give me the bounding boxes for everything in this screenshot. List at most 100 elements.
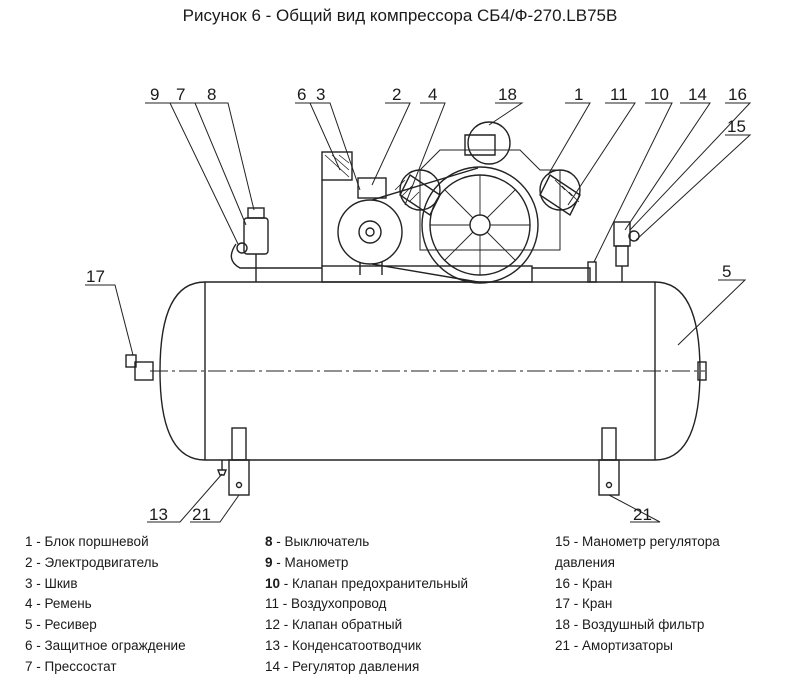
legend-item-number: 7 bbox=[25, 658, 33, 674]
gauge-line bbox=[230, 243, 258, 269]
legend-item-text: - Воздухопровод bbox=[279, 596, 387, 612]
legend-item-number: 21 bbox=[555, 637, 571, 653]
legend-item-text: - Шкив bbox=[32, 575, 78, 591]
legend-item-text: - Клапан обратный bbox=[280, 617, 403, 633]
legend-item-text: - Манометр регулятора bbox=[570, 534, 720, 549]
legend-item-number: 10 bbox=[265, 575, 281, 591]
callout-3: 3 bbox=[316, 85, 325, 104]
legend-item: 9 - Манометр bbox=[265, 553, 468, 574]
piston-block bbox=[394, 134, 581, 251]
legend-item-number: 14 bbox=[265, 658, 281, 674]
legend-item-number: 3 bbox=[25, 575, 33, 591]
pressure-switch bbox=[236, 207, 269, 282]
legend-item-text: - Прессостат bbox=[32, 658, 117, 674]
compressor-diagram: 9 7 8 6 3 2 4 18 1 11 10 14 16 15 17 5 1… bbox=[85, 85, 752, 524]
callout-10: 10 bbox=[650, 85, 669, 104]
callout-16: 16 bbox=[728, 85, 747, 104]
callout-13: 13 bbox=[149, 505, 168, 524]
air-line bbox=[258, 267, 591, 282]
legend-item: 15 - Манометр регулятора bbox=[555, 532, 720, 553]
legend-item-number: 1 bbox=[25, 534, 33, 549]
air-filter bbox=[399, 121, 581, 211]
legend-item-text: - Регулятор давления bbox=[280, 658, 420, 674]
legend-item-number: 9 bbox=[265, 554, 273, 570]
legend-item-text: - Выключатель bbox=[272, 534, 370, 549]
legend-item-text: - Конденсатоотводчик bbox=[280, 637, 422, 653]
drain-tap-17 bbox=[125, 354, 154, 381]
legend-item-number: 18 bbox=[555, 617, 571, 633]
legend-item-number: 13 bbox=[265, 637, 281, 653]
callout-9: 9 bbox=[150, 85, 159, 104]
legend-item: 18 - Воздушный фильтр bbox=[555, 615, 720, 636]
legend-item-text: - Манометр bbox=[272, 554, 349, 570]
callout-15: 15 bbox=[727, 117, 746, 136]
end-fitting bbox=[697, 361, 707, 381]
callout-2: 2 bbox=[392, 85, 401, 104]
legend-item: 1 - Блок поршневой bbox=[25, 532, 186, 553]
callout-8: 8 bbox=[207, 85, 216, 104]
legend-item-text: - Электродвигатель bbox=[32, 554, 159, 570]
callout-5: 5 bbox=[722, 262, 731, 281]
legend-item: 11 - Воздухопровод bbox=[265, 594, 468, 615]
callout-18: 18 bbox=[498, 85, 517, 104]
shock-absorber-left bbox=[228, 427, 250, 496]
legend-item-text: - Амортизаторы bbox=[570, 637, 673, 653]
legend-item-number: 11 bbox=[265, 596, 280, 612]
legend-item: 14 - Регулятор давления bbox=[265, 657, 468, 678]
legend-item: 5 - Ресивер bbox=[25, 615, 186, 636]
legend-item-text: - Блок поршневой bbox=[32, 534, 149, 549]
callout-17: 17 bbox=[86, 267, 105, 286]
legend-item-text: - Воздушный фильтр bbox=[570, 617, 705, 633]
safety-valve bbox=[587, 261, 597, 283]
legend-item: 10 - Клапан предохранительный bbox=[265, 574, 468, 595]
legend-item: 2 - Электродвигатель bbox=[25, 553, 186, 574]
legend-item-number: 17 bbox=[555, 596, 571, 612]
legend-item-number: 15 bbox=[555, 534, 571, 549]
shock-absorber-right bbox=[598, 427, 620, 496]
callout-7: 7 bbox=[176, 85, 185, 104]
drive-belt bbox=[371, 167, 479, 283]
legend-item: 16 - Кран bbox=[555, 574, 720, 595]
legend-item: 17 - Кран bbox=[555, 594, 720, 615]
legend-item: 8 - Выключатель bbox=[265, 532, 468, 553]
callout-6: 6 bbox=[297, 85, 306, 104]
electric-motor bbox=[337, 177, 403, 275]
legend-item: 21 - Амортизаторы bbox=[555, 636, 720, 657]
legend-item-text: - Защитное ограждение bbox=[32, 637, 186, 653]
legend-item-text: - Ресивер bbox=[32, 617, 97, 633]
legend-item-number: 5 bbox=[25, 617, 33, 633]
base-plate bbox=[321, 265, 533, 283]
callout-11: 11 bbox=[610, 85, 628, 104]
legend-item: 13 - Конденсатоотводчик bbox=[265, 636, 468, 657]
legend-item: 4 - Ремень bbox=[25, 594, 186, 615]
legend-item-number: 8 bbox=[265, 534, 273, 549]
condensate-drain bbox=[216, 460, 228, 476]
callout-4: 4 bbox=[428, 85, 437, 104]
callout-21-right: 21 bbox=[633, 505, 652, 524]
legend-item-number: 16 bbox=[555, 575, 571, 591]
legend-item-text: - Клапан предохранительный bbox=[280, 575, 469, 591]
legend-item: давления bbox=[555, 553, 720, 574]
legend-item-number: 2 bbox=[25, 554, 33, 570]
figure-title: Рисунок 6 - Общий вид компрессора СБ4/Ф-… bbox=[182, 6, 618, 25]
legend-item: 12 - Клапан обратный bbox=[265, 615, 468, 636]
pressure-regulator bbox=[613, 221, 640, 282]
legend-item: 6 - Защитное ограждение bbox=[25, 636, 186, 657]
legend-item-number: 6 bbox=[25, 637, 33, 653]
legend-item: 3 - Шкив bbox=[25, 574, 186, 595]
leader-lines bbox=[85, 102, 752, 523]
legend-item-number: 4 bbox=[25, 596, 33, 612]
callout-21-left: 21 bbox=[192, 505, 211, 524]
legend-item: 7 - Прессостат bbox=[25, 657, 186, 678]
legend-item-text: - Ремень bbox=[32, 596, 92, 612]
callout-14: 14 bbox=[688, 85, 707, 104]
legend-item-text: - Кран bbox=[570, 575, 613, 591]
flywheel-pulley bbox=[421, 166, 539, 284]
callout-1: 1 bbox=[574, 85, 583, 104]
legend-item-number: 12 bbox=[265, 617, 281, 633]
legend-item-text: - Кран bbox=[570, 596, 613, 612]
legend-item-text: давления bbox=[555, 554, 615, 570]
